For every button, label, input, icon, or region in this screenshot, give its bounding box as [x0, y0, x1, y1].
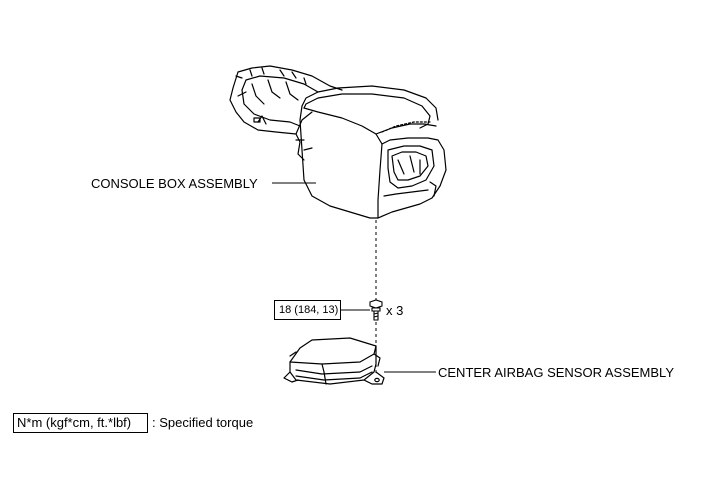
legend-description: : Specified torque	[152, 415, 254, 430]
airbag-sensor-label: CENTER AIRBAG SENSOR ASSEMBLY	[438, 365, 674, 380]
bolt-quantity-label: x 3	[386, 303, 404, 318]
leader-lines	[272, 182, 436, 374]
airbag-sensor-illustration	[283, 337, 385, 385]
console-box-illustration	[229, 65, 447, 219]
bolt-icon	[369, 299, 383, 321]
torque-units: N*m (kgf*cm, ft.*lbf)	[17, 415, 132, 430]
torque-spec-value: 18 (184, 13)	[279, 304, 339, 316]
console-box-label: CONSOLE BOX ASSEMBLY	[91, 176, 258, 191]
torque-units-legend-box: N*m (kgf*cm, ft.*lbf)	[13, 413, 148, 433]
torque-spec-box: 18 (184, 13)	[274, 300, 341, 320]
